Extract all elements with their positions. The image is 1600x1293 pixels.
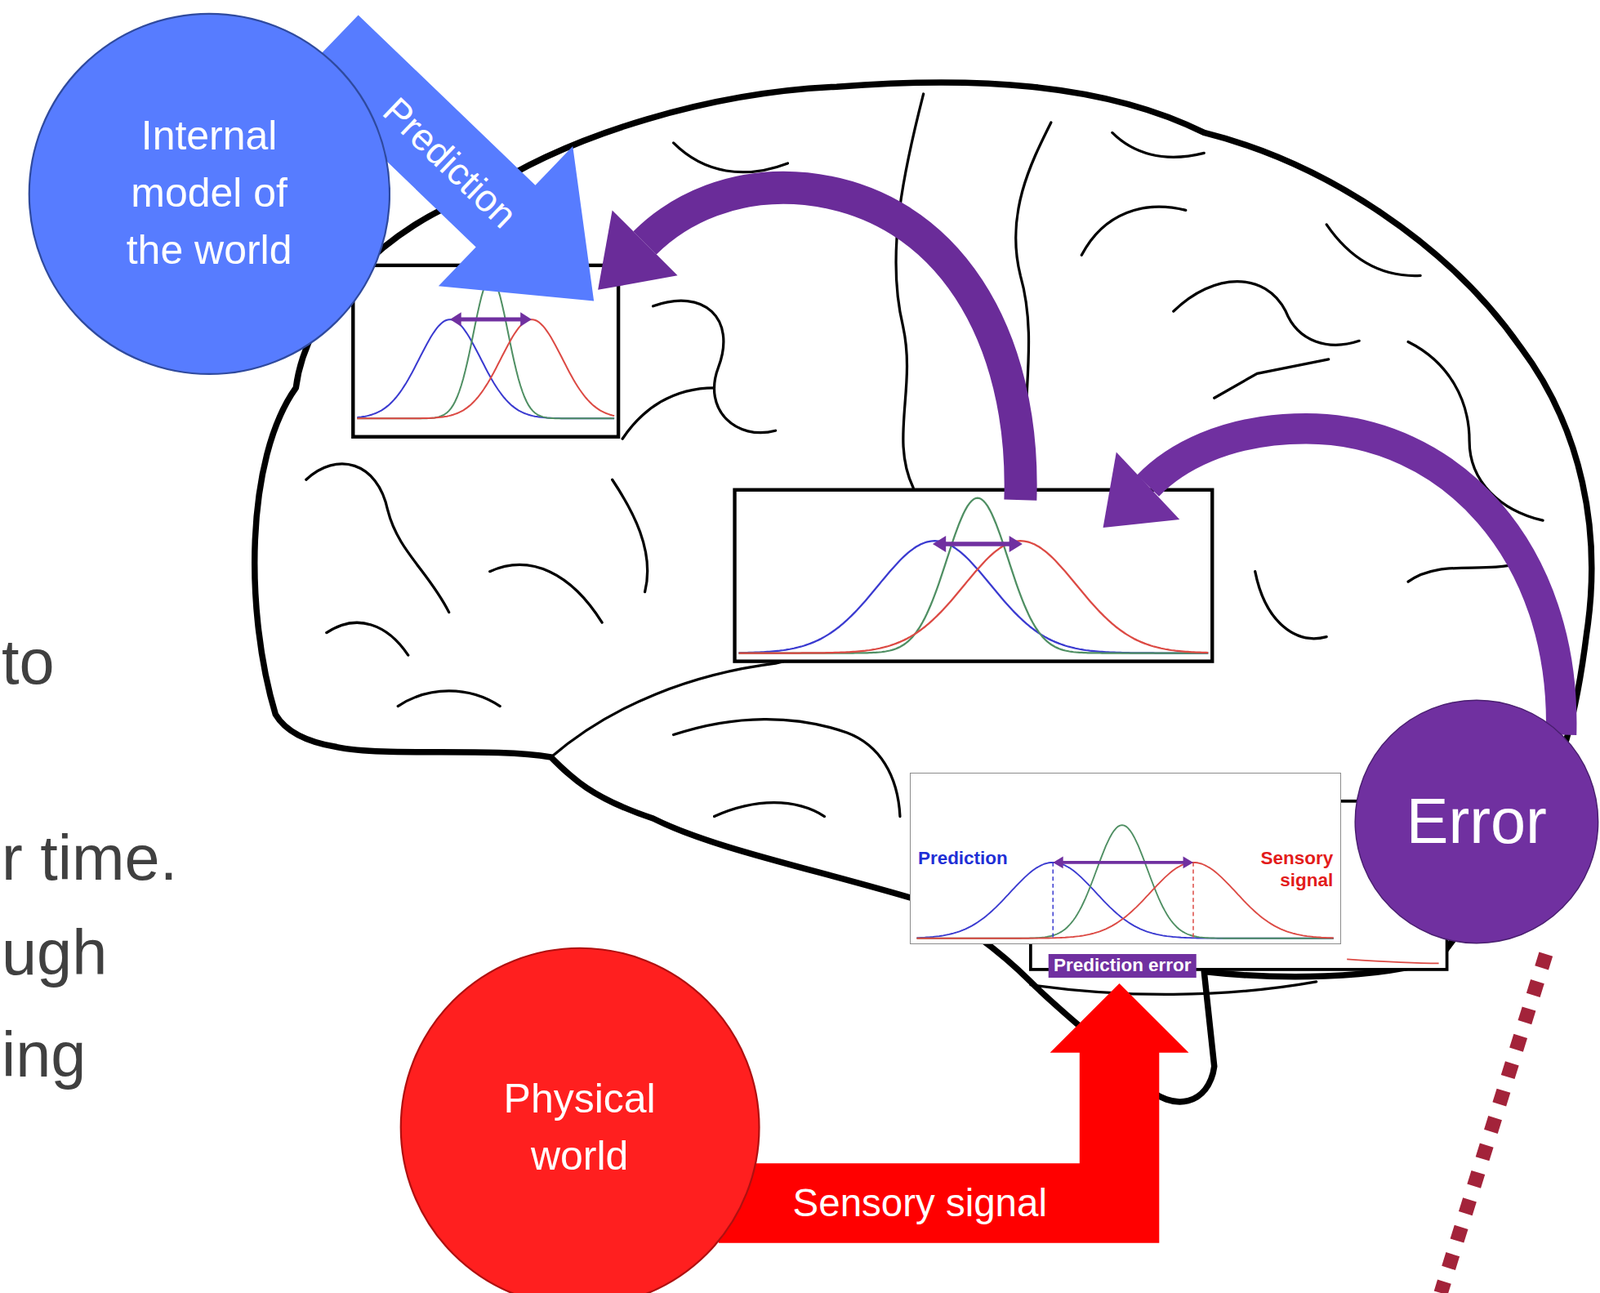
plot-label: Sensory signal bbox=[1249, 847, 1335, 892]
gaussian-curve bbox=[356, 319, 615, 419]
brain-sulcus bbox=[895, 93, 924, 488]
arrow-head bbox=[450, 311, 462, 326]
brain-sulcus bbox=[326, 622, 409, 656]
dotted-leader bbox=[1440, 953, 1547, 1293]
brain-sulcus bbox=[306, 463, 450, 613]
brain-sulcus bbox=[714, 802, 825, 817]
update-arrow-head bbox=[1103, 451, 1181, 527]
node-text: Internal model of the world bbox=[111, 107, 308, 280]
slide-text-fragment: ugh bbox=[1, 921, 107, 985]
circle-fill bbox=[400, 948, 759, 1293]
update-arrow-shaft bbox=[1148, 428, 1562, 736]
peak-marker bbox=[1052, 862, 1054, 939]
arrow-head bbox=[1053, 855, 1064, 869]
brain-sulcus bbox=[1214, 359, 1329, 398]
brain-outline bbox=[254, 82, 1592, 1102]
gaussian-curve bbox=[917, 824, 1334, 939]
node-text: Physical world bbox=[481, 1070, 678, 1186]
error-circle: Error bbox=[1354, 699, 1600, 945]
node-text: Error bbox=[1406, 783, 1547, 860]
brain-sulcus bbox=[1030, 981, 1317, 994]
brain-sulcus bbox=[612, 479, 648, 592]
brain-sulcus bbox=[1255, 571, 1327, 639]
arrow-head bbox=[520, 311, 532, 326]
brain-sulcus bbox=[397, 690, 500, 707]
gaussian-curve bbox=[739, 540, 1209, 653]
circle-fill bbox=[1354, 699, 1598, 943]
arrow-head bbox=[1183, 855, 1194, 869]
brain-sulcus bbox=[653, 300, 776, 433]
gaussian-curve bbox=[356, 319, 615, 419]
brain-sulcus bbox=[622, 387, 714, 439]
circle-text-area: Physical world bbox=[399, 946, 761, 1293]
difference-arrow bbox=[943, 541, 1012, 547]
brain-sulcus bbox=[1081, 206, 1186, 255]
brain-sulcus bbox=[490, 565, 602, 624]
difference-arrow bbox=[459, 317, 523, 322]
error-tag: Prediction error bbox=[1048, 953, 1197, 978]
hidden-curve-stub bbox=[1346, 958, 1439, 963]
slide-text-fragment: to bbox=[1, 630, 55, 694]
peak-marker bbox=[1193, 862, 1195, 939]
slide-text-fragment: r time. bbox=[1, 826, 178, 890]
prediction-error-plot: Prediction Sensory signalPrediction error bbox=[909, 772, 1341, 982]
brain-sulcus bbox=[673, 719, 901, 817]
circle-fill bbox=[28, 13, 389, 375]
brain-sulcus bbox=[1408, 563, 1520, 582]
brain-sulcus bbox=[1173, 281, 1360, 346]
arrow-label: Prediction bbox=[376, 90, 524, 235]
arrow-head bbox=[1009, 535, 1023, 553]
brain-sulcus bbox=[673, 142, 789, 173]
difference-arrow bbox=[1061, 860, 1186, 865]
gaussian-curve bbox=[739, 540, 1209, 653]
edge-label: Sensory signal bbox=[793, 1181, 1048, 1225]
world-circle: Physical world bbox=[399, 946, 761, 1293]
plot-label: Prediction bbox=[916, 847, 1010, 870]
sensory-arrow bbox=[718, 983, 1190, 1244]
update-arrow-head bbox=[597, 209, 678, 290]
circle-text-area: Internal model of the world bbox=[27, 12, 392, 376]
arrow-head bbox=[932, 535, 946, 553]
model-circle: Internal model of the world bbox=[27, 12, 392, 376]
brain-sulcus bbox=[1326, 224, 1421, 277]
update-arrow-shaft bbox=[645, 187, 1021, 500]
slide-text-fragment: ing bbox=[1, 1023, 86, 1087]
circle-text-area: Error bbox=[1354, 699, 1600, 945]
brain-sulcus bbox=[1112, 132, 1204, 157]
